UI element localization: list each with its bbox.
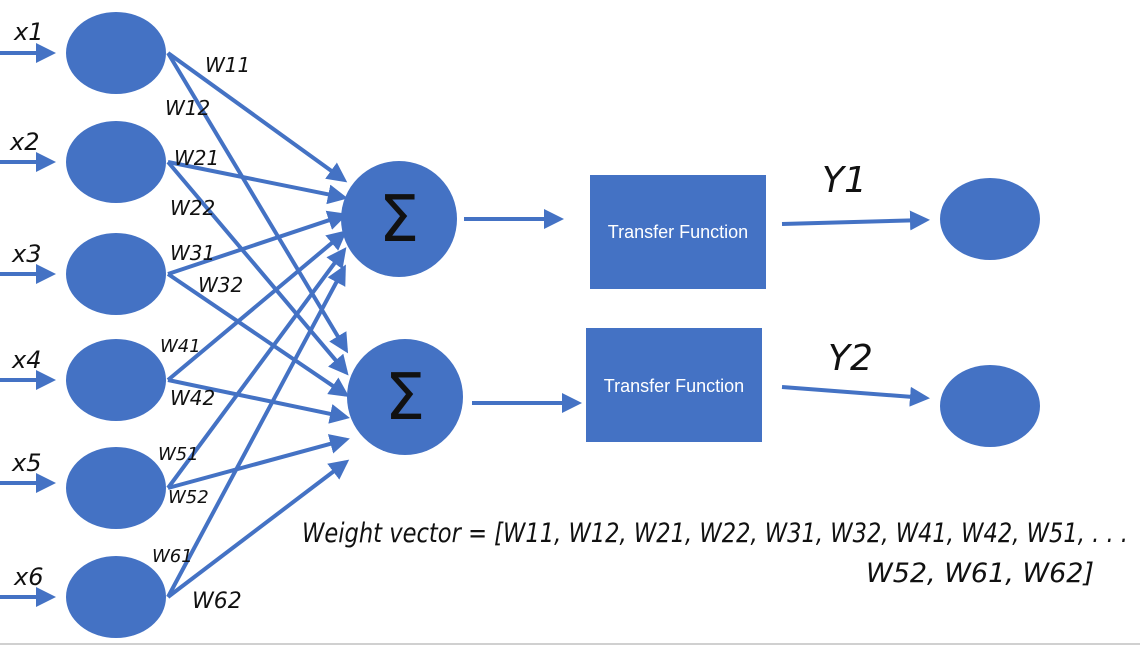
output-node-1 bbox=[940, 178, 1040, 260]
input-labels: x1 x2 x3 x4 x5 x6 bbox=[9, 18, 43, 591]
transfer-box-1 bbox=[590, 175, 766, 289]
weight-label-w51: W51 bbox=[158, 444, 199, 465]
transfer-function-2: Transfer Function bbox=[586, 328, 762, 442]
input-label-3: x3 bbox=[11, 240, 41, 268]
weight-connection-w41 bbox=[166, 230, 348, 382]
weight-connection-w21 bbox=[167, 160, 348, 205]
input-label-1: x1 bbox=[13, 18, 43, 46]
input-node-1 bbox=[66, 12, 166, 94]
sigma-icon: Σ bbox=[379, 183, 419, 257]
weight-connection-w22 bbox=[166, 160, 349, 376]
weight-vector-line-1: Weight vector = [W11, W12, W21, W22, W31… bbox=[302, 518, 1128, 549]
transfer-to-output-arrow-2 bbox=[781, 385, 930, 407]
weight-label-w52: W52 bbox=[168, 487, 209, 508]
weight-connection-w51 bbox=[166, 247, 347, 490]
weight-connection-w62 bbox=[166, 459, 350, 599]
weight-label-w62: W62 bbox=[192, 589, 242, 614]
input-label-2: x2 bbox=[9, 128, 39, 156]
output-label-2: Y2 bbox=[828, 338, 873, 379]
transfer-box-label-1: Transfer Function bbox=[608, 222, 748, 242]
input-node-6 bbox=[66, 556, 166, 638]
weight-label-w32: W32 bbox=[198, 273, 243, 297]
bottom-border bbox=[0, 643, 1140, 645]
weight-connection-w12 bbox=[166, 51, 349, 354]
input-label-5: x5 bbox=[11, 449, 41, 477]
sigma-icon: Σ bbox=[385, 361, 425, 435]
input-node-4 bbox=[66, 339, 166, 421]
weight-connection-w52 bbox=[167, 434, 350, 490]
weight-label-w22: W22 bbox=[170, 196, 215, 220]
weight-connections bbox=[166, 51, 350, 599]
summation-node-1 bbox=[341, 161, 457, 277]
weight-connection-w61 bbox=[166, 264, 346, 598]
weight-label-w31: W31 bbox=[170, 241, 215, 265]
transfer-box-2 bbox=[586, 328, 762, 442]
input-label-6: x6 bbox=[13, 563, 43, 591]
weight-connection-w32 bbox=[166, 272, 350, 398]
transfer-to-output-arrow-1 bbox=[781, 210, 930, 231]
summation-node-2 bbox=[347, 339, 463, 455]
transfer-box-label-2: Transfer Function bbox=[604, 376, 744, 396]
weight-label-w11: W11 bbox=[205, 53, 250, 77]
input-layer bbox=[66, 12, 166, 638]
weight-label-w61: W61 bbox=[152, 546, 193, 567]
transfer-function-1: Transfer Function bbox=[590, 175, 766, 289]
output-layer bbox=[940, 178, 1040, 447]
weight-label-w41: W41 bbox=[160, 336, 201, 357]
weight-connection-w42 bbox=[167, 378, 350, 424]
input-node-5 bbox=[66, 447, 166, 529]
weight-label-w42: W42 bbox=[170, 386, 215, 410]
weight-labels: W11 W12 W21 W22 W31 W32 W41 W42 W51 W52 … bbox=[152, 53, 250, 614]
input-node-3 bbox=[66, 233, 166, 315]
input-label-4: x4 bbox=[11, 346, 41, 374]
output-label-1: Y1 bbox=[822, 160, 867, 201]
weight-connection-w31 bbox=[167, 210, 348, 276]
weight-label-w21: W21 bbox=[174, 146, 219, 170]
output-node-2 bbox=[940, 365, 1040, 447]
input-arrows bbox=[0, 43, 56, 607]
weight-connection-w11 bbox=[166, 51, 348, 183]
summation-layer: Σ Σ bbox=[341, 161, 463, 455]
weight-vector-line-2: W52, W61, W62] bbox=[866, 558, 1094, 589]
weight-label-w12: W12 bbox=[165, 96, 210, 120]
input-node-2 bbox=[66, 121, 166, 203]
